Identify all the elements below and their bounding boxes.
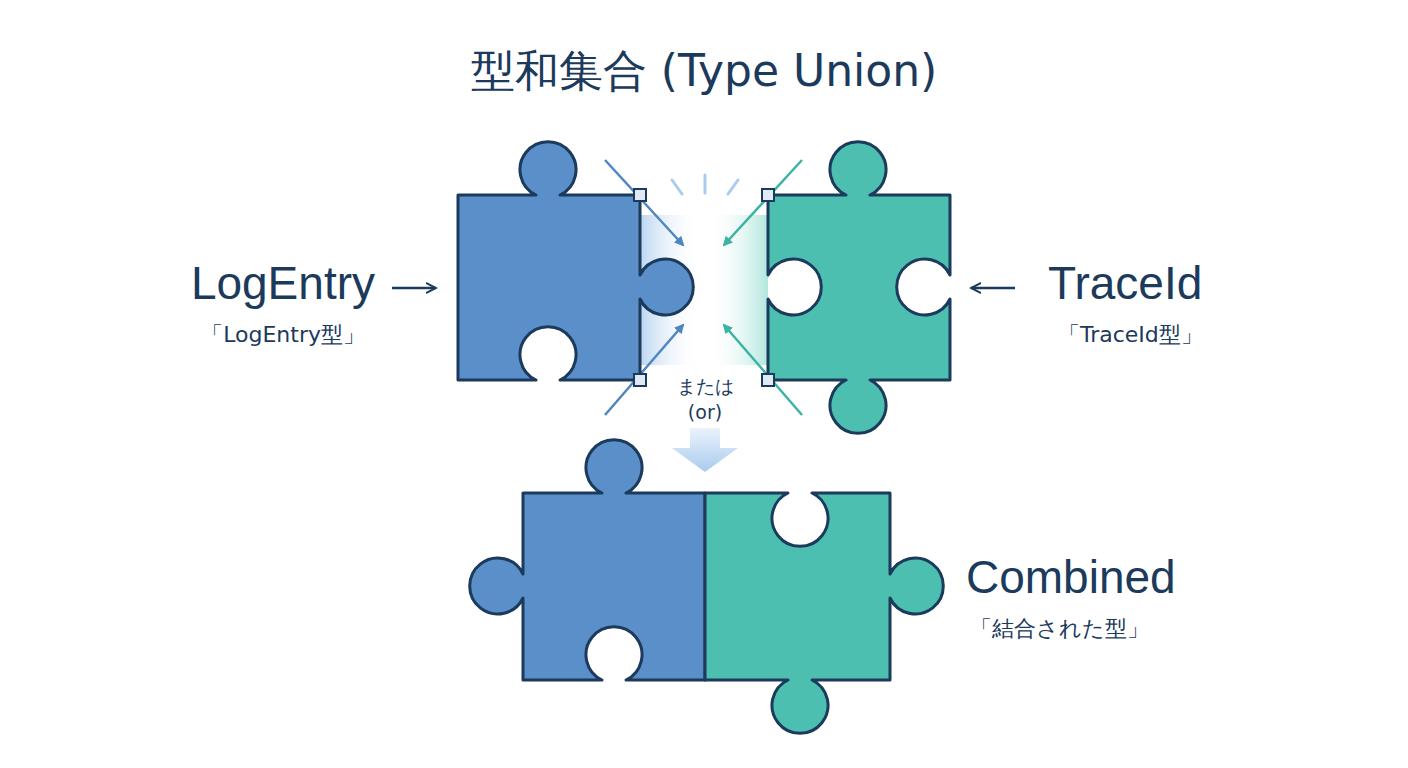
puzzle-outline [470, 440, 705, 680]
operator-label: または (or) [672, 374, 738, 425]
puzzle-outline [768, 142, 950, 434]
type-caption: 「TraceId型」 [1058, 320, 1203, 350]
puzzle-piece: Combined 「結合された型」 [455, 432, 1225, 742]
type-name: LogEntry [191, 256, 375, 310]
puzzle-piece: LogEntry 「LogEntry型」 [150, 125, 720, 455]
type-caption: 「LogEntry型」 [201, 320, 365, 350]
puzzle-piece: TraceId 「TraceId型」 [760, 125, 1240, 455]
type-name: Combined [966, 550, 1176, 604]
corner-handle [634, 189, 646, 201]
type-caption: 「結合された型」 [970, 614, 1149, 644]
type-name: TraceId [1048, 256, 1202, 310]
puzzle-outline [705, 493, 943, 733]
diagram-title: 型和集合 (Type Union) [0, 42, 1408, 101]
corner-handle [634, 374, 646, 386]
corner-handle [762, 374, 774, 386]
puzzle-outline [458, 142, 693, 380]
corner-handle [762, 189, 774, 201]
